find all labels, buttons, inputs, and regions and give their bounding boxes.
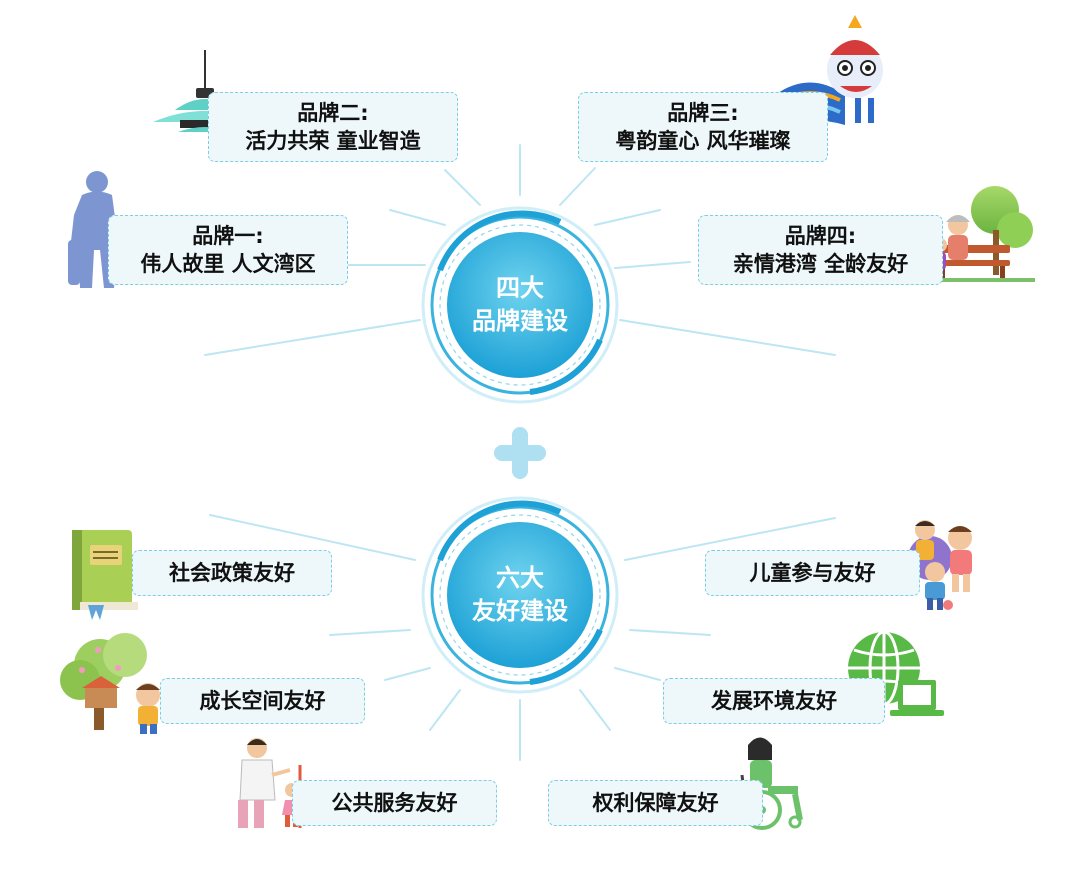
brand-box-2: 品牌二: 活力共荣 童业智造 [208,92,458,162]
bottom-hub-rays [209,514,836,761]
friendly-box-4: 儿童参与友好 [705,550,920,596]
brand-box-1: 品牌一: 伟人故里 人文湾区 [108,215,348,285]
ray [329,629,411,636]
brand-box-3: 品牌三: 粤韵童心 风华璀璨 [578,92,828,162]
bottom-hub-circle [421,496,619,694]
ray [614,667,661,681]
brand-1-subtitle: 伟人故里 人文湾区 [140,252,316,276]
friendly-5-label: 发展环境友好 [711,689,837,713]
friendly-box-1: 社会政策友好 [132,550,332,596]
bottom-hub-line1: 六大 [496,564,544,592]
ray [444,169,481,206]
ray [624,517,836,561]
friendly-6-label: 权利保障友好 [592,791,719,815]
book-icon [72,530,138,620]
friendly-2-label: 成长空间友好 [199,689,326,713]
plus-icon [494,427,546,479]
brand-2-title: 品牌二: [297,101,369,125]
ray [209,514,416,561]
brand-4-title: 品牌四: [784,224,857,248]
treehouse-icon [60,633,160,734]
statue-icon [68,171,118,288]
top-hub-line2: 品牌建设 [472,307,568,335]
brand-3-subtitle: 粤韵童心 风华璀璨 [615,129,791,153]
brand-1-title: 品牌一: [192,224,264,248]
friendly-box-3: 公共服务友好 [292,780,497,826]
ray [629,629,711,636]
friendly-box-2: 成长空间友好 [160,678,365,724]
friendly-1-label: 社会政策友好 [169,561,295,585]
brand-box-4: 品牌四: 亲情港湾 全龄友好 [698,215,943,285]
ray [204,319,421,356]
ray [614,261,691,269]
ray [619,319,836,356]
top-hub: 四大 品牌建设 [447,232,593,378]
ray [429,689,461,731]
ray [594,209,661,226]
top-hub-rays [204,144,836,356]
friendly-3-label: 公共服务友好 [331,791,458,815]
ray [559,167,596,206]
friendly-box-5: 发展环境友好 [663,678,885,724]
ray [579,689,611,731]
bottom-hub-line2: 友好建设 [472,597,568,625]
top-hub-line1: 四大 [496,274,544,302]
friendly-box-6: 权利保障友好 [548,780,763,826]
brand-3-title: 品牌三: [667,101,739,125]
friendly-4-label: 儿童参与友好 [749,561,876,585]
brand-4-subtitle: 亲情港湾 全龄友好 [732,252,909,276]
children-playing-icon [908,520,972,610]
bottom-hub: 六大 友好建设 [447,522,593,668]
brand-2-subtitle: 活力共荣 童业智造 [245,129,421,153]
ray [384,667,431,681]
top-hub-circle [421,206,619,404]
ray [389,209,446,226]
